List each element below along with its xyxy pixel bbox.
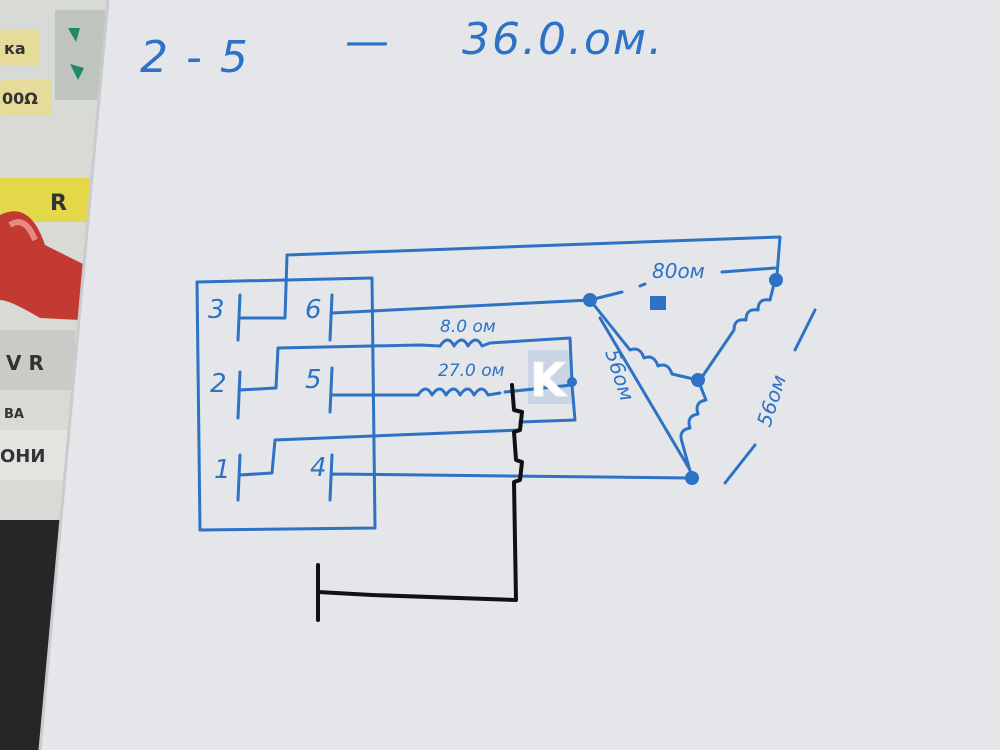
black-wire (316, 383, 524, 602)
junction-left (583, 293, 597, 307)
meter-label-f: ВА (4, 407, 24, 422)
terminal-label-4: 4 (310, 453, 327, 483)
k-mark-shadow (528, 350, 572, 404)
terminal-label-6: 6 (305, 295, 322, 325)
k-mark-text: K (530, 353, 568, 407)
meter-label-box-a (0, 30, 40, 66)
meter-button-panel (55, 10, 105, 100)
terminal-label-2: 2 (210, 369, 227, 399)
header-pair: 2 - 5 (140, 32, 250, 83)
terminal-4-wire (328, 453, 692, 502)
meter-label-e: ОНИ (0, 446, 45, 467)
meter-brand-strip (0, 430, 75, 480)
meter-lower-panel (0, 330, 75, 390)
test-probe (0, 211, 89, 320)
junction-center (691, 373, 705, 387)
terminal-block-outline (195, 276, 377, 532)
delta-winding-bottom (679, 378, 708, 480)
header-dash: — (345, 16, 391, 67)
coil-upper-8ohm (438, 338, 492, 348)
meter-label-b: 00Ω (2, 89, 38, 108)
junction-top-right (769, 273, 783, 287)
probe-highlight (8, 219, 38, 242)
paper-edge (38, 0, 110, 750)
white-k-mark: K (528, 350, 572, 408)
delta-top-label: 80ом (652, 259, 705, 283)
delta-winding-left (588, 298, 700, 382)
ink-blot (650, 296, 666, 310)
junction-dots (567, 273, 783, 485)
terminal-label-5: 5 (305, 365, 322, 395)
delta-winding-right (698, 278, 777, 382)
coil-upper-label: 8.0 ом (440, 317, 496, 337)
junction-coil-end (567, 377, 577, 387)
wiring-diagram (195, 235, 817, 532)
terminal-1-wire (236, 428, 522, 502)
delta-top-right (720, 266, 777, 274)
terminal-numbers: 3 6 2 5 1 4 (208, 295, 327, 485)
meter-label-box-b (0, 80, 52, 116)
meter-label-a: ка (4, 39, 26, 58)
paper-sheet (40, 0, 1000, 750)
meter-label-c: R (50, 191, 67, 216)
delta-side-right (723, 308, 817, 485)
probe-red-handle (0, 211, 89, 320)
terminal-3-wire (236, 235, 782, 342)
header-value: 36.0.ом. (462, 14, 664, 65)
terminal-2-wire (236, 336, 574, 420)
header-note: 2 - 5 — 36.0.ом. (140, 14, 664, 83)
terminal-6-wire (328, 293, 592, 342)
meter-label-d: V R (6, 351, 44, 375)
black-ink-annotation (316, 383, 524, 622)
coil-lower-label: 27.0 ом (438, 361, 505, 381)
delta-side-left (598, 316, 692, 472)
coil-lower-27ohm (416, 387, 502, 397)
terminal-label-3: 3 (208, 295, 225, 325)
meter-icons (68, 28, 84, 80)
junction-bottom (685, 471, 699, 485)
terminal-5-wire (328, 366, 577, 424)
terminal-label-1: 1 (214, 455, 231, 485)
